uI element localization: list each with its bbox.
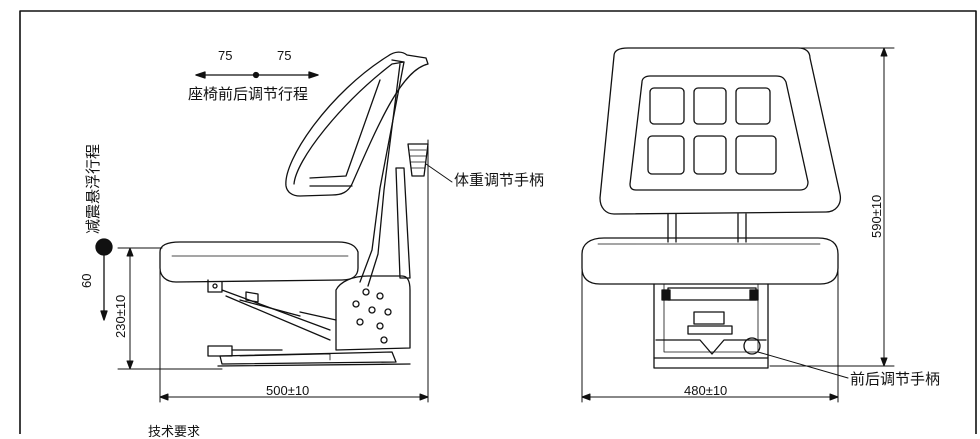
side-width-value: 500±10 [266,383,310,398]
backrest-cell [649,87,685,125]
fore-aft-handle [743,337,761,355]
weight-handle-label: 体重调节手柄 [454,172,545,189]
fore-aft-handle-label: 前后调节手柄 [850,371,941,388]
suspension-travel-value: 60 [79,273,94,288]
suspension-arrow [95,238,113,321]
front-seat-cushion [581,237,839,285]
backrest-cell [693,135,727,175]
backrest-cell [693,87,727,125]
front-backrest [599,47,842,215]
side-height-dim [117,247,223,370]
front-height-dim [769,47,895,367]
front-view-seat [581,47,895,403]
side-width-dim [159,139,429,403]
front-width-value: 480±10 [684,383,728,398]
backrest [285,51,429,197]
fore-aft-right-value: 75 [277,48,292,63]
suspension-housing [335,275,411,351]
front-suspension [653,283,769,359]
tech-requirements-heading: 技术要求 [148,424,201,439]
fore-aft-arrow [195,71,319,79]
backrest-cell [647,135,685,175]
fore-aft-left-value: 75 [218,48,233,63]
weight-handle [407,143,429,177]
seat-cushion [159,241,359,283]
backrest-cell [735,87,771,125]
side-view-seat [95,51,453,403]
backrest-cell [735,135,777,175]
drawing-frame [19,10,977,434]
suspension-travel-label: 减震悬浮行程 [85,143,102,234]
front-height-value: 590±10 [869,194,884,238]
fore-aft-travel-label: 座椅前后调节行程 [188,86,309,103]
front-width-dim [581,269,839,403]
side-height-value: 230±10 [113,294,128,338]
